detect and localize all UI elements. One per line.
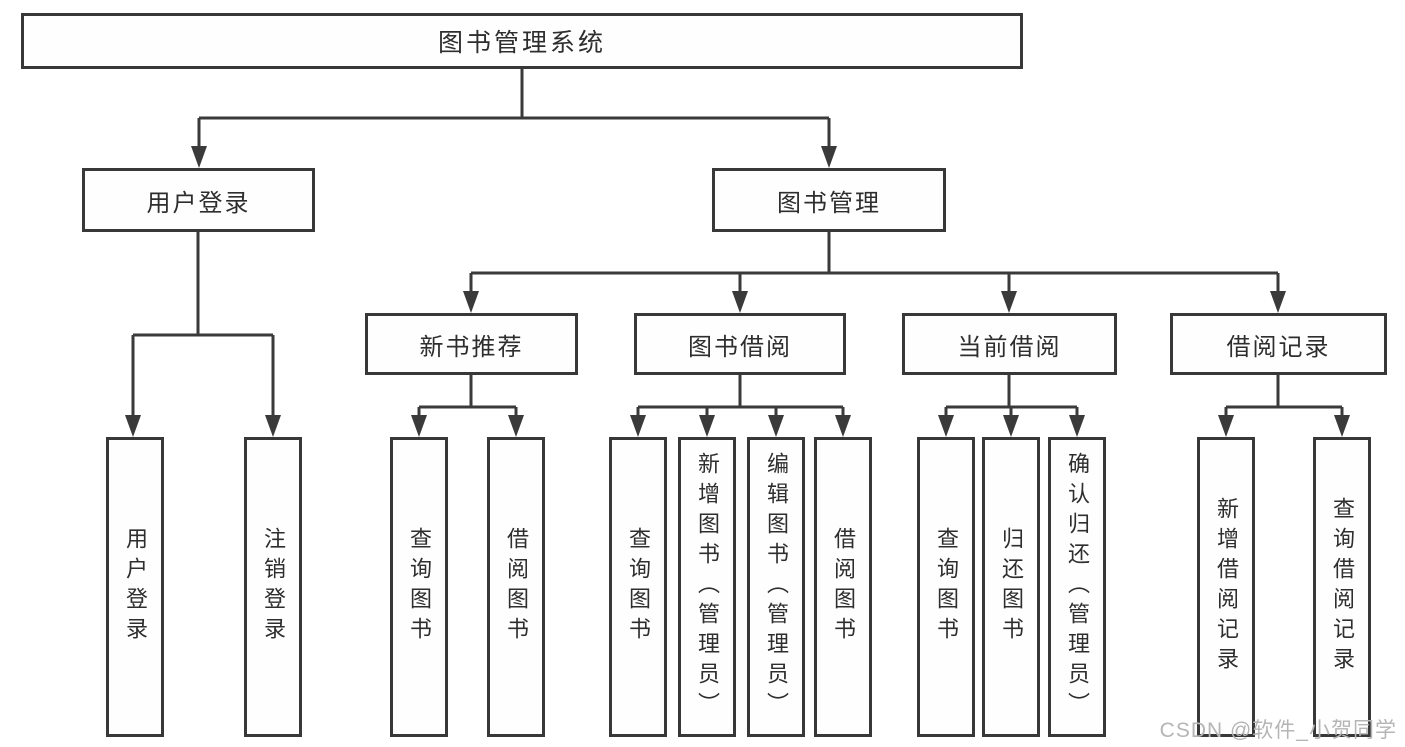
leaf-edit-books-admin: 编辑图书（管理员） bbox=[747, 437, 805, 737]
connector-user-login-children bbox=[125, 232, 281, 437]
connector-borrow-record-children bbox=[1218, 375, 1350, 437]
leaf-query-books-borrow: 查询图书 bbox=[609, 437, 667, 737]
arrow-down-icon bbox=[191, 146, 207, 168]
leaf-borrow-books: 借阅图书 bbox=[814, 437, 872, 737]
arrow-down-icon bbox=[699, 415, 715, 437]
connector-new-book-rec-children bbox=[411, 375, 524, 437]
arrow-down-icon bbox=[411, 415, 427, 437]
leaf-add-books-admin: 新增图书（管理员） bbox=[678, 437, 736, 737]
node-user-login: 用户登录 bbox=[82, 168, 315, 232]
leaf-logout: 注销登录 bbox=[244, 437, 302, 737]
arrow-down-icon bbox=[732, 291, 748, 313]
node-book-management: 图书管理 bbox=[712, 168, 946, 232]
arrow-down-icon bbox=[768, 415, 784, 437]
node-borrowing-records: 借阅记录 bbox=[1170, 313, 1387, 375]
node-root-library-system: 图书管理系统 bbox=[21, 13, 1023, 69]
leaf-add-borrow-record: 新增借阅记录 bbox=[1197, 437, 1255, 737]
arrow-down-icon bbox=[630, 415, 646, 437]
arrow-down-icon bbox=[835, 415, 851, 437]
arrow-down-icon bbox=[1218, 415, 1234, 437]
arrow-down-icon bbox=[125, 415, 141, 437]
leaf-return-books: 归还图书 bbox=[982, 437, 1040, 737]
leaf-borrow-books-rec: 借阅图书 bbox=[487, 437, 545, 737]
leaf-query-books-current: 查询图书 bbox=[917, 437, 975, 737]
connector-root-to-level2 bbox=[191, 69, 837, 168]
arrow-down-icon bbox=[938, 415, 954, 437]
arrow-down-icon bbox=[1069, 415, 1085, 437]
arrow-down-icon bbox=[1001, 291, 1017, 313]
leaf-query-books-rec: 查询图书 bbox=[390, 437, 448, 737]
arrow-down-icon bbox=[463, 291, 479, 313]
node-current-borrowing: 当前借阅 bbox=[902, 313, 1117, 375]
leaf-confirm-return-admin: 确认归还（管理员） bbox=[1048, 437, 1106, 737]
arrow-down-icon bbox=[508, 415, 524, 437]
leaf-query-borrow-record: 查询借阅记录 bbox=[1313, 437, 1371, 737]
arrow-down-icon bbox=[1003, 415, 1019, 437]
connector-current-borrow-children bbox=[938, 375, 1085, 437]
arrow-down-icon bbox=[1334, 415, 1350, 437]
arrow-down-icon bbox=[265, 415, 281, 437]
leaf-user-login: 用户登录 bbox=[106, 437, 164, 737]
arrow-down-icon bbox=[821, 146, 837, 168]
node-new-book-recommendation: 新书推荐 bbox=[365, 313, 578, 375]
connector-book-borrow-children bbox=[630, 375, 851, 437]
node-book-borrowing: 图书借阅 bbox=[634, 313, 846, 375]
connector-book-mgmt-children bbox=[463, 232, 1286, 313]
arrow-down-icon bbox=[1270, 291, 1286, 313]
